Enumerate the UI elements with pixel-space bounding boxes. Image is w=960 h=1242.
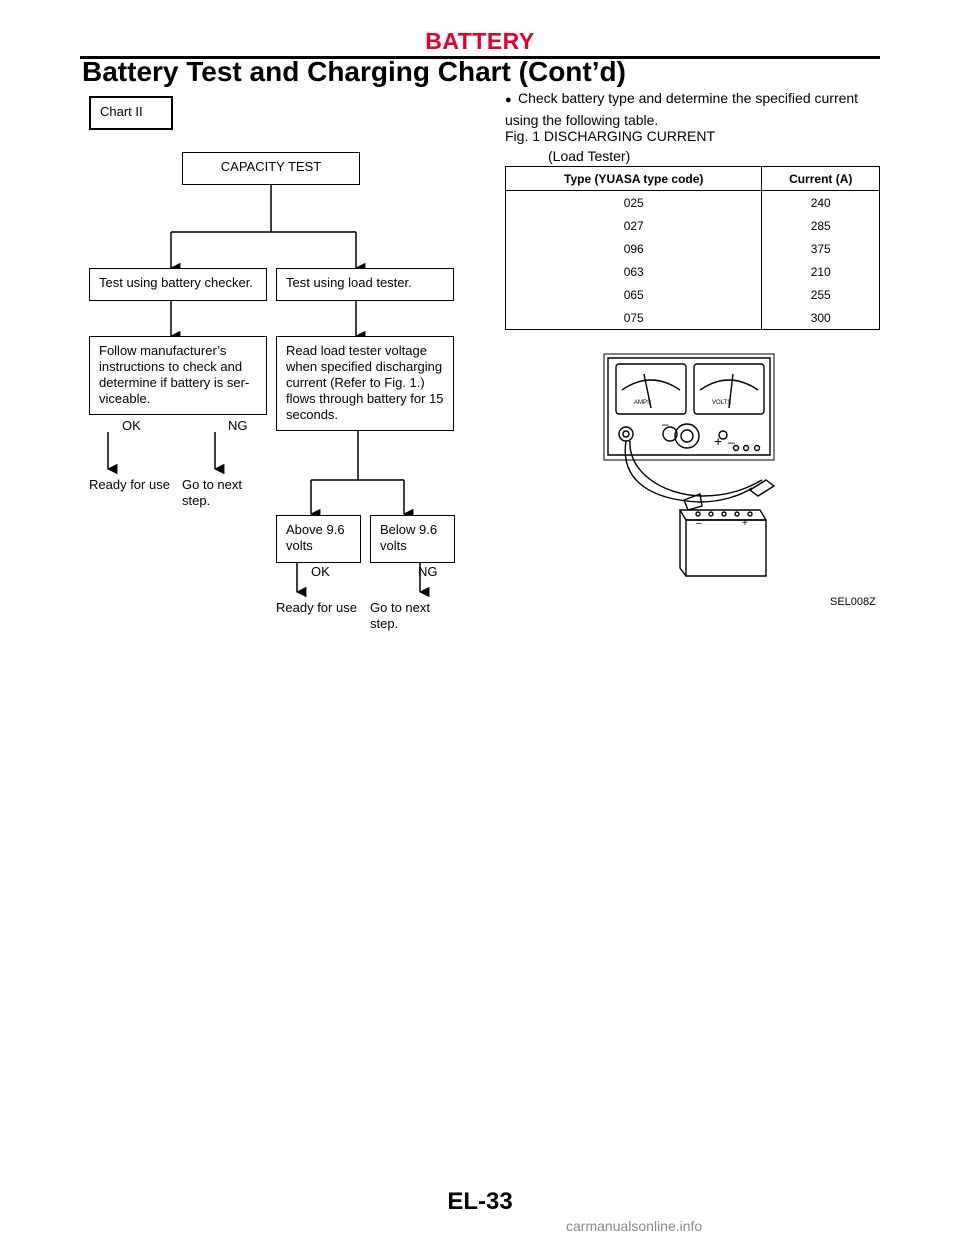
minus-sign: – [728,435,735,449]
ok-label-right: OK [311,564,330,579]
amps-meter [615,363,687,415]
load-tester-box: Test using load tester. [276,268,454,301]
instruction-text: Check battery type and determine the spe… [505,90,859,128]
cable-jack [618,426,634,442]
positive-clamp [748,479,776,497]
page-number: EL-33 [447,1188,513,1215]
figure-subcaption: (Load Tester) [548,148,631,164]
next-step-left: Go to next step. [182,477,242,508]
battery-checker-box: Test using battery checker. [89,268,267,301]
capacity-test-box: CAPACITY TEST [182,152,360,185]
table-cell: 255 [761,283,880,306]
manufacturer-instructions-box: Follow manufacturer’s instructions to ch… [89,336,267,415]
ready-for-use-right: Ready for use [276,600,357,615]
ok-label-left: OK [122,418,141,433]
table-cell: 065 [504,283,763,306]
battery-plus: + [742,518,748,529]
battery-minus: – [696,518,702,529]
load-tester-label: Test using load tester. [286,275,412,290]
volts-label: VOLTS [712,400,731,406]
amps-label: AMPS [634,400,651,406]
table-cell: 240 [761,190,880,214]
next-step-right: Go to next step. [370,600,430,631]
below-voltage-text: Below 9.6 volts [380,522,438,553]
table-cell: 025 [504,190,763,214]
table-cell: 096 [504,237,763,260]
volts-meter [693,363,765,415]
manufacturer-instructions-text: Follow manufacturer’s instructions to ch… [99,343,250,406]
read-voltage-box: Read load tester voltage when specified … [276,336,454,431]
flowchart-connectors [106,185,430,598]
table-cell: 375 [761,237,880,260]
plus-sign: + [714,433,722,449]
negative-clamp [683,493,703,511]
read-voltage-text: Read load tester voltage when specified … [286,343,444,422]
above-voltage-box: Above 9.6 volts [276,515,361,563]
table-cell: 285 [761,214,880,237]
header-rule [80,56,880,59]
instruction-bullet: ●Check battery type and determine the sp… [505,88,883,130]
load-tester-illustration: AMPS VOLTS – + – – + [603,353,776,577]
minus-sign: – [662,417,669,431]
above-voltage-text: Above 9.6 volts [286,522,345,553]
table-header: Type (YUASA type code) [504,166,763,191]
capacity-test-label: CAPACITY TEST [220,159,322,174]
table-header: Current (A) [761,166,880,191]
table-cell: 075 [504,306,763,330]
page-title: Battery Test and Charging Chart (Cont’d) [82,56,626,87]
figure-code: SEL008Z [830,596,876,608]
ng-label-left: NG [228,418,248,433]
table-cell: 027 [504,214,763,237]
figure-caption: Fig. 1 DISCHARGING CURRENT [505,128,716,144]
table-cell: 300 [761,306,880,330]
table-cell: 063 [504,260,763,283]
ng-label-right: NG [418,564,438,579]
watermark: carmanualsonline.info [566,1218,703,1234]
table-cell: 210 [761,260,880,283]
bullet-icon: ● [505,94,512,106]
table-header-row: Type (YUASA type code) Current (A) [504,166,880,191]
chart-label: Chart II [100,104,143,119]
below-voltage-box: Below 9.6 volts [370,515,455,563]
section-heading: BATTERY [425,28,535,54]
load-knob [674,423,700,449]
chart-label-box: Chart II [89,96,173,130]
ready-for-use-left: Ready for use [89,477,170,492]
battery-checker-label: Test using battery checker. [99,275,253,290]
